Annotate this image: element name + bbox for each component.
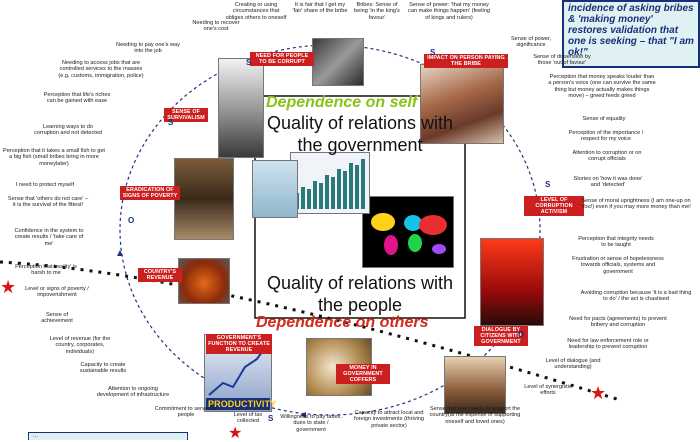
note-stories: Stories on 'how it was done' and 'detect… xyxy=(573,176,643,189)
star-icon: ★ xyxy=(590,383,607,403)
note-power: Sense of power: 'that my money can make … xyxy=(408,2,490,21)
bottom-box-text: ... xyxy=(33,433,39,439)
note-grandeur: Sense of power, significance xyxy=(510,36,552,49)
note-willingness: Willingness to pay taxes, dues to state … xyxy=(280,414,342,433)
note-protect: I need to protect myself xyxy=(15,182,75,188)
note-integrity: Perception that integrity needs to be ta… xyxy=(578,236,654,249)
node-eradication: Eradication of signs of poverty xyxy=(120,186,180,200)
world-map-icon xyxy=(371,213,447,255)
node-productivity: PRODUCTIVITY xyxy=(206,398,277,410)
note-uprightness: Sense of moral uprightness (I am one-up … xyxy=(581,198,691,211)
note-capacity-attract: Capacity to attract local and foreign in… xyxy=(354,410,424,429)
note-access: Needing to access jobs that are controll… xyxy=(58,60,144,79)
note-perception-money: Perception that money speaks louder than… xyxy=(548,74,656,100)
node-survivalism: Sense of survivalism xyxy=(164,108,208,122)
dependence-on-others: Dependence on others xyxy=(256,314,429,331)
photo-handshake xyxy=(312,38,364,86)
s-mark: S xyxy=(268,414,274,423)
star-icon: ★ xyxy=(228,425,243,442)
note-sense-others: Sense that 'others do not care' – it is … xyxy=(7,196,89,209)
note-creating: Creating or using circumstances that obl… xyxy=(225,2,287,21)
note-signs: Level or signs of poverty / impoverishme… xyxy=(25,286,89,299)
note-capacity-create: Capacity to create sustainable results xyxy=(79,362,127,375)
note-enforcement: Need for law enforcement role or leaders… xyxy=(567,338,649,351)
photo-dollar xyxy=(178,258,230,304)
note-dialogue-level: Level of dialogue (and understanding) xyxy=(545,358,601,371)
note-achievement: Sense of achievement xyxy=(41,312,73,325)
note-importance: Perception of the importance / respect f… xyxy=(568,130,644,143)
arrow-left xyxy=(117,250,123,256)
photo-meeting xyxy=(444,356,506,414)
note-equality: Sense of equality xyxy=(582,116,626,122)
dependence-on-self: Dependence on self xyxy=(266,94,418,111)
node-function: Government's function to create revenue xyxy=(206,334,272,354)
note-dissension: Sense of dissension by those 'out of fav… xyxy=(533,54,591,67)
photo-people xyxy=(252,160,298,218)
note-frustration: Frustration or sense of hopelessness tow… xyxy=(572,256,664,275)
note-bribes: Bribes: Sense of being 'in the king's fa… xyxy=(354,2,400,21)
s-mark: S xyxy=(430,48,436,57)
node-dialogue: Dialogue by citizens with government xyxy=(474,326,528,346)
note-synergistic: Level of synergistic efforts xyxy=(524,384,572,397)
s-mark: S xyxy=(545,180,551,189)
note-support: Sense that one needs to support the coun… xyxy=(429,406,521,425)
note-reality: Perception that 'reality' is harsh to me xyxy=(15,264,77,277)
note-ongoing: Attention to ongoing development of infr… xyxy=(96,386,170,399)
note-confidence: Confidence in the system to create resul… xyxy=(14,228,84,247)
note-revenue-level: Level of revenue (for the country, corpo… xyxy=(49,336,111,355)
callout-box: incidence of asking bribes & 'making mon… xyxy=(562,0,700,68)
note-pacts: Need for pacts (agreements) to prevent b… xyxy=(569,316,667,329)
node-coffers: Money in government coffers xyxy=(336,364,390,384)
node-impact-person: Impact on person paying the bribe xyxy=(424,54,508,68)
note-commitment: Commitment to serve the people xyxy=(154,406,218,419)
bar-chart-icon xyxy=(295,159,365,209)
node-revenue: Country's revenue xyxy=(138,268,182,282)
star-icon: ★ xyxy=(0,277,17,297)
node-activism: Level of corruption activism xyxy=(524,196,584,216)
photo-climber xyxy=(218,58,264,158)
growth-chart-icon xyxy=(208,344,268,396)
note-tax: Level of tax collected xyxy=(233,412,263,425)
arrow-bottom xyxy=(300,412,306,418)
photo-sunset xyxy=(480,238,544,326)
note-small-fish: Perception that it takes a small fish to… xyxy=(3,148,105,167)
note-avoiding: Avoiding corruption because 'it is a bad… xyxy=(580,290,692,303)
node-need-corrupt: Need for people to be corrupt xyxy=(250,52,314,66)
dotted-divider xyxy=(0,260,621,402)
note-attention: Attention to corruption or on corrupt of… xyxy=(572,150,642,163)
note-fair: It is fair that I get my 'fair' share of… xyxy=(292,2,348,15)
o-mark: O xyxy=(518,330,525,339)
photo-child xyxy=(174,158,234,240)
s-mark: S xyxy=(246,58,252,67)
bottom-box: ... xyxy=(28,432,188,440)
note-recover: Needing to recover one's cost xyxy=(192,20,240,33)
o-mark: O xyxy=(128,216,135,225)
s-mark: S xyxy=(168,118,174,127)
photo-worldmap xyxy=(362,196,454,268)
photo-chart xyxy=(290,152,370,214)
note-riches: Perception that life's riches can be gai… xyxy=(43,92,111,105)
callout-text: incidence of asking bribes & 'making mon… xyxy=(568,3,694,58)
note-learning: Learning ways to do corruption and not d… xyxy=(33,124,103,137)
quality-relations-government: Quality of relations with the government xyxy=(266,113,454,155)
note-payone: Needing to pay one's way into the job xyxy=(116,42,180,55)
quality-relations-people: Quality of relations with the people xyxy=(266,273,454,315)
